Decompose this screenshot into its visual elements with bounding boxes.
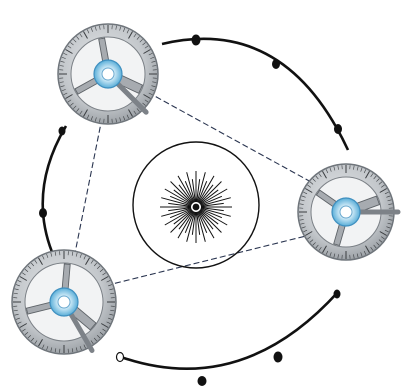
- orbit-dot-1: [192, 35, 201, 46]
- orbit-dot-4: [59, 127, 66, 136]
- connector-topleft-right: [140, 88, 322, 188]
- protractor-hub-center: [102, 68, 114, 80]
- sun-ray: [171, 182, 193, 204]
- orbit-dot-6: [334, 290, 341, 299]
- orbit-arc-top-right: [162, 39, 348, 150]
- sun-ray: [200, 211, 222, 233]
- orbit-dot-3: [334, 124, 342, 134]
- orbit-arc-bottom: [118, 292, 338, 369]
- protractor-bottom-left: [12, 250, 116, 354]
- protractor-hub-center: [340, 206, 352, 218]
- sun-ray: [200, 182, 222, 204]
- protractor-hub-center: [58, 296, 70, 308]
- orbit-dot-9: [117, 353, 124, 362]
- connector-bottomleft-right: [80, 232, 322, 292]
- connector-topleft-bottomleft: [72, 118, 102, 268]
- orbit-dot-8: [198, 376, 207, 386]
- protractor-group: [12, 24, 398, 354]
- protractor-top-left: [58, 24, 158, 124]
- orbit-dot-5: [39, 208, 47, 218]
- sun-ray: [171, 211, 193, 233]
- central-dot: [193, 204, 200, 211]
- protractor-right: [298, 164, 398, 260]
- orbit-dot-2: [272, 59, 280, 69]
- central-sun-figure: [133, 142, 259, 268]
- orbit-dot-7: [274, 352, 283, 363]
- orbit-arc-left: [43, 126, 66, 252]
